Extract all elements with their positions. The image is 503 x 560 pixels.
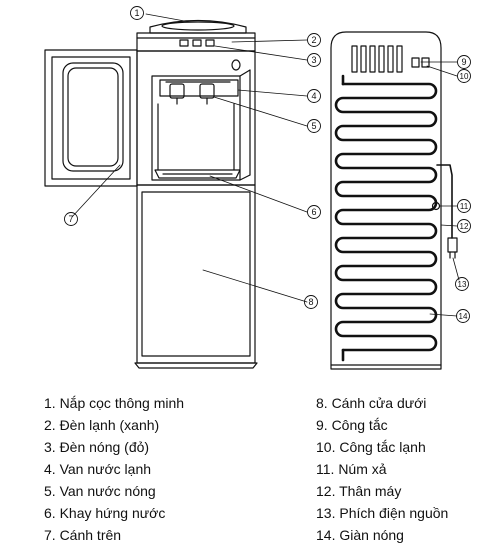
legend-item-9: 9. Công tắc <box>316 417 388 433</box>
callout-11: 11 <box>460 202 469 211</box>
callout-5: 5 <box>311 121 316 131</box>
legend-item-5: 5. Van nước nóng <box>44 483 156 499</box>
legend-item-7: 7. Cánh trên <box>44 527 122 543</box>
callout-6: 6 <box>311 207 316 217</box>
callout-8: 8 <box>308 297 313 307</box>
callout-2: 2 <box>311 35 316 45</box>
legend-item-2: 2. Đèn lạnh (xanh) <box>44 417 160 433</box>
cold-light <box>179 39 189 47</box>
legend-item-1: 1. Nắp cọc thông minh <box>44 395 185 411</box>
legend-item-4: 4. Van nước lạnh <box>44 461 152 477</box>
switch <box>411 57 420 68</box>
back-view <box>330 31 471 370</box>
side-knob <box>231 59 241 71</box>
legend-item-10: 10. Công tắc lạnh <box>316 439 426 455</box>
callout-3: 3 <box>311 55 316 65</box>
legend-right-column: 8. Cánh cửa dưới 9. Công tắc 10. Công tắ… <box>316 392 448 546</box>
callout-13: 13 <box>458 280 467 289</box>
callout-14: 14 <box>459 312 468 321</box>
back-leader-lines <box>420 61 460 317</box>
callout-10: 10 <box>460 72 469 81</box>
front-callouts <box>64 6 321 309</box>
callout-4: 4 <box>311 91 316 101</box>
front-view <box>44 6 321 369</box>
callout-1: 1 <box>134 8 139 18</box>
power-plug <box>447 237 458 253</box>
back-callouts <box>455 55 471 323</box>
vents <box>351 45 403 73</box>
smart-cap <box>149 19 247 34</box>
drip-tray <box>154 169 241 179</box>
callout-numbers: 1 2 3 4 5 6 7 8 9 10 11 12 13 14 <box>68 8 469 321</box>
upper-body <box>136 50 256 186</box>
callout-12: 12 <box>460 222 469 231</box>
callout-7: 7 <box>68 214 73 224</box>
legend-item-11: 11. Núm xả <box>316 461 387 477</box>
lower-body <box>134 184 258 369</box>
legend-item-3: 3. Đèn nóng (đỏ) <box>44 439 150 455</box>
callout-9: 9 <box>461 57 466 67</box>
water-dispenser-diagram: 1 2 3 4 5 6 7 8 9 10 11 12 13 14 <box>44 6 471 370</box>
legend-item-14: 14. Giàn nóng <box>316 527 404 543</box>
legend-item-6: 6. Khay hứng nước <box>44 505 166 521</box>
condenser-coil <box>334 82 438 352</box>
cold-switch <box>421 57 430 68</box>
upper-door <box>44 49 138 187</box>
drain-knob <box>431 201 441 211</box>
power-light <box>205 39 215 47</box>
hot-light <box>192 39 202 47</box>
legend-left-column: 1. Nắp cọc thông minh 2. Đèn lạnh (xanh)… <box>44 392 184 546</box>
front-leader-lines <box>71 13 308 303</box>
legend-item-12: 12. Thân máy <box>316 483 402 499</box>
legend: 1. Nắp cọc thông minh 2. Đèn lạnh (xanh)… <box>0 392 503 560</box>
legend-item-13: 13. Phích điện nguồn <box>316 505 449 521</box>
legend-item-8: 8. Cánh cửa dưới <box>316 395 427 411</box>
